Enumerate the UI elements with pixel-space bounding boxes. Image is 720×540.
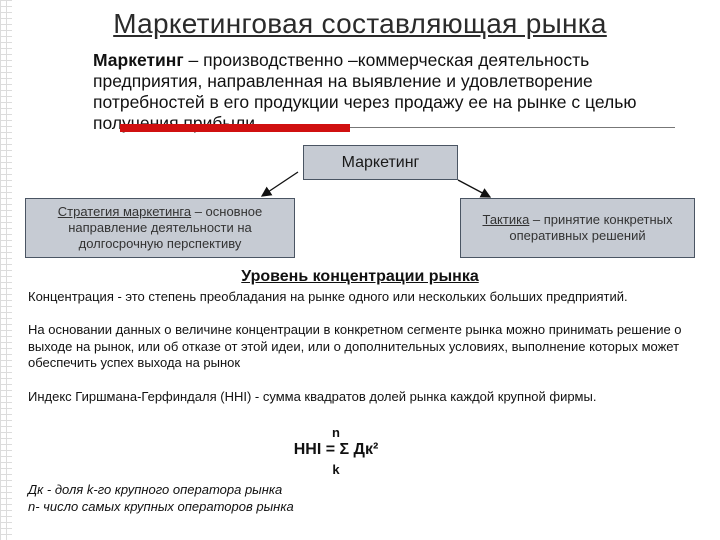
marketing-box: Маркетинг — [303, 145, 458, 180]
arrow-to-strategy — [260, 171, 299, 197]
formula-lower-limit: k — [332, 462, 340, 477]
definition-term: Маркетинг — [93, 50, 184, 70]
definition-text: – производственно –коммерческая деятельн… — [93, 50, 637, 133]
marketing-definition: Маркетинг – производственно –коммерческа… — [93, 50, 683, 134]
accent-bar — [120, 124, 350, 132]
note-share: Дк - доля k-го крупного оператора рынка — [28, 482, 283, 497]
arrow-to-tactics — [457, 179, 492, 198]
strategy-text: – основное направление деятельности на д… — [68, 204, 263, 251]
section-heading: Уровень концентрации рынка — [241, 268, 479, 285]
tactics-box: Тактика – принятие конкретных оперативны… — [460, 198, 695, 258]
divider-line — [350, 127, 675, 128]
slide-title: Маркетинговая составляющая рынка — [113, 8, 607, 39]
note-count: n- число самых крупных операторов рынка — [28, 499, 294, 514]
left-grid-strip — [0, 0, 12, 540]
tactics-text: – принятие конкретных оперативных решени… — [509, 212, 673, 243]
formula-expression: HHI = Σ Дк² — [293, 441, 379, 458]
formula-upper-limit: n — [332, 425, 340, 440]
paragraph-hhi: Индекс Гиршмана-Герфиндаля (HHI) - сумма… — [28, 389, 597, 404]
paragraph-decision: На основании данных о величине концентра… — [28, 322, 682, 370]
tactics-term: Тактика — [482, 212, 530, 227]
strategy-term: Стратегия маркетинга — [57, 204, 192, 219]
strategy-box: Стратегия маркетинга – основное направле… — [25, 198, 295, 258]
paragraph-concentration: Концентрация - это степень преобладания … — [28, 289, 628, 304]
